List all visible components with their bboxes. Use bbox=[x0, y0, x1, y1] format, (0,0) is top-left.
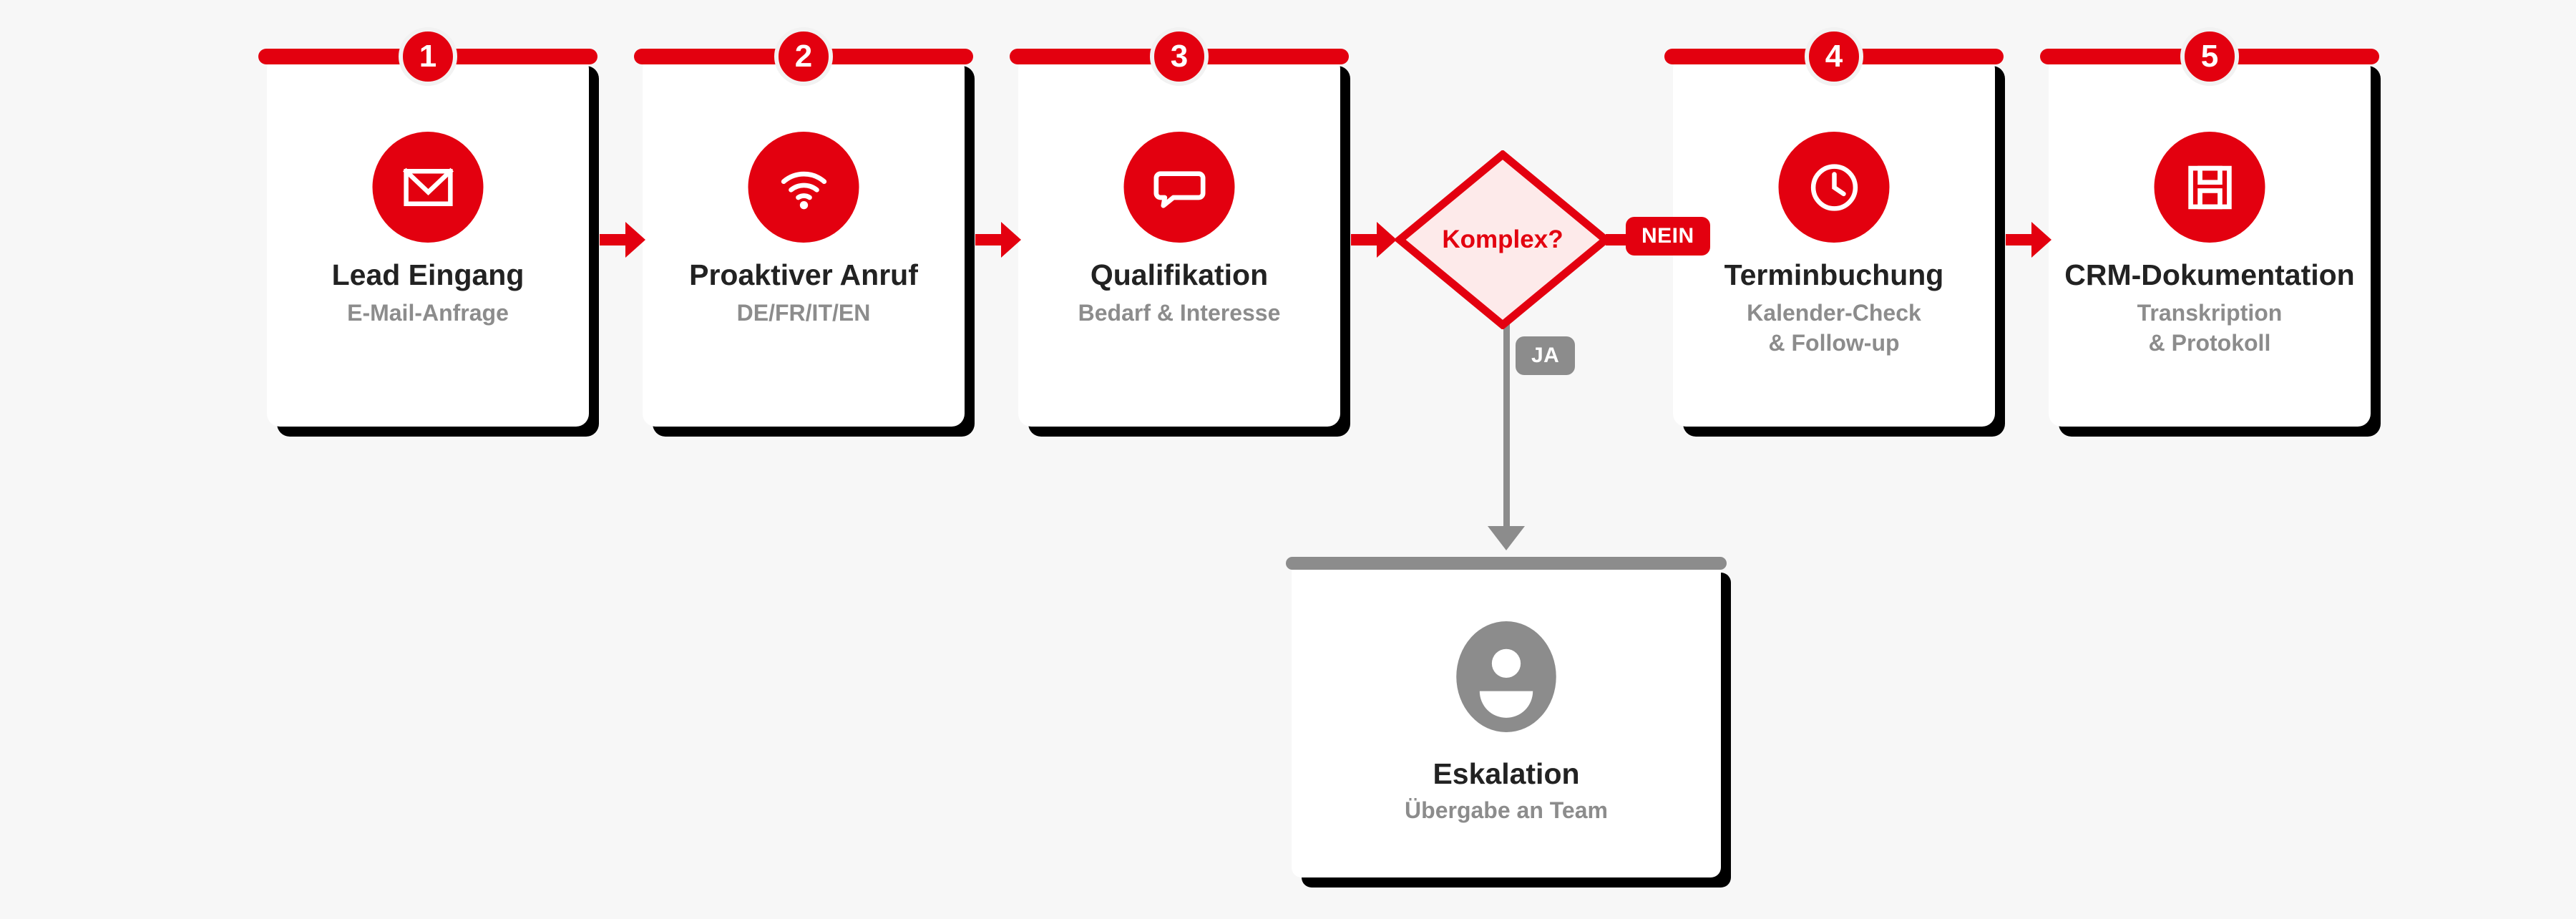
step-subtitle-2: DE/FR/IT/EN bbox=[736, 300, 871, 326]
arrow-head bbox=[1377, 222, 1397, 258]
person-icon bbox=[1451, 621, 1562, 732]
step-number-badge-3: 3 bbox=[1150, 27, 1209, 86]
arrow-shaft bbox=[1606, 234, 1630, 245]
flow-arrow-1-2 bbox=[600, 222, 645, 258]
step-title-4: Terminbuchung bbox=[1724, 258, 1944, 291]
flow-arrow-decision-escalation bbox=[1488, 322, 1525, 550]
step-title-3: Qualifikation bbox=[1090, 258, 1269, 291]
arrow-head bbox=[2031, 222, 2051, 258]
step-subtitle-3: Bedarf & Interesse bbox=[1078, 300, 1281, 326]
escalation-subtitle: Übergabe an Team bbox=[1405, 797, 1608, 823]
branch-label-nein: NEIN bbox=[1626, 217, 1710, 256]
step-number-badge-1: 1 bbox=[399, 27, 457, 86]
decision-label: Komplex? bbox=[1442, 225, 1563, 253]
step-subtitle-1: E-Mail-Anfrage bbox=[347, 300, 509, 326]
flow-arrow-2-3 bbox=[975, 222, 1021, 258]
step-title-5: CRM-Dokumentation bbox=[2064, 258, 2355, 291]
floppy-save-icon bbox=[2154, 132, 2265, 243]
step-title-1: Lead Eingang bbox=[331, 258, 525, 291]
process-step-card-5[interactable]: 5 CRM-Dokumentation Transkription & Prot… bbox=[2040, 27, 2379, 427]
escalation-title: Eskalation bbox=[1433, 757, 1580, 790]
arrow-shaft bbox=[600, 234, 625, 245]
diamond-shape bbox=[1395, 150, 1610, 329]
step-subtitle-5: Transkription & Protokoll bbox=[2137, 300, 2283, 356]
step-title-2: Proaktiver Anruf bbox=[689, 258, 918, 291]
step-subtitle-4: Kalender-Check & Follow-up bbox=[1747, 300, 1921, 356]
step-number-badge-5: 5 bbox=[2180, 27, 2239, 86]
process-step-card-2[interactable]: 2 Proaktiver Anruf DE/FR/IT/EN bbox=[634, 27, 973, 427]
wifi-signal-icon bbox=[748, 132, 859, 243]
envelope-icon bbox=[372, 132, 484, 243]
flow-arrow-decision-4 bbox=[1606, 222, 1652, 258]
step-number-badge-2: 2 bbox=[774, 27, 833, 86]
decision-diamond[interactable]: Komplex? bbox=[1395, 150, 1610, 329]
arrow-head bbox=[625, 222, 645, 258]
branch-label-ja: JA bbox=[1516, 336, 1576, 375]
arrow-shaft bbox=[1503, 322, 1510, 526]
escalation-accent-bar bbox=[1286, 557, 1727, 570]
clock-icon bbox=[1778, 132, 1890, 243]
step-number-badge-4: 4 bbox=[1805, 27, 1863, 86]
arrow-head bbox=[1001, 222, 1021, 258]
process-step-card-3[interactable]: 3 Qualifikation Bedarf & Interesse bbox=[1010, 27, 1349, 427]
arrow-head bbox=[1488, 526, 1525, 550]
arrow-shaft bbox=[2006, 234, 2031, 245]
escalation-card[interactable]: Eskalation Übergabe an Team bbox=[1286, 557, 1727, 877]
speech-bubble-icon bbox=[1123, 132, 1235, 243]
process-step-card-4[interactable]: 4 Terminbuchung Kalender-Check & Follow-… bbox=[1664, 27, 2004, 427]
flow-arrow-3-decision bbox=[1351, 222, 1397, 258]
arrow-shaft bbox=[975, 234, 1001, 245]
arrow-shaft bbox=[1351, 234, 1377, 245]
flow-arrow-4-5 bbox=[2006, 222, 2051, 258]
process-step-card-1[interactable]: 1 Lead Eingang E-Mail-Anfrage bbox=[258, 27, 597, 427]
